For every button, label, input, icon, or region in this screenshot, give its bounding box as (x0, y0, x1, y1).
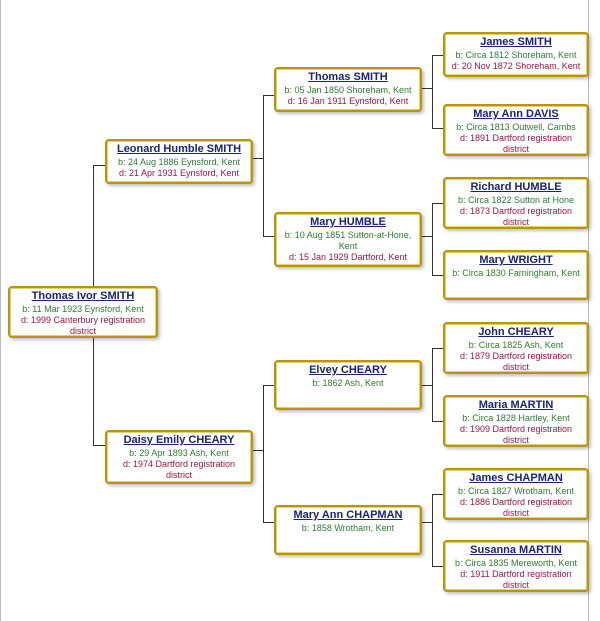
birth-info: b: Circa 1813 Outwell, Cambs (456, 122, 576, 132)
connector-line (432, 494, 443, 495)
person-name[interactable]: Richard HUMBLE (470, 181, 562, 193)
person-james-chapman[interactable]: James CHAPMAN b: Circa 1827 Wrotham, Ken… (443, 468, 589, 520)
person-name[interactable]: Daisy Emily CHEARY (123, 434, 235, 446)
death-info: d: 1886 Dartford registration district (459, 497, 573, 518)
connector-line (432, 421, 443, 422)
person-john-cheary[interactable]: John CHEARY b: Circa 1825 Ash, Kent d: 1… (443, 322, 589, 374)
person-name[interactable]: Maria MARTIN (478, 399, 554, 411)
death-info: d: 1873 Dartford registration district (459, 206, 573, 227)
birth-info: b: 11 Mar 1923 Eynsford, Kent (22, 304, 144, 314)
death-info: d: 1909 Dartford registration district (459, 424, 573, 445)
connector-line (263, 385, 264, 522)
person-james-smith[interactable]: James SMITH b: Circa 1812 Shoreham, Kent… (443, 32, 589, 77)
death-info: d: 20 Nov 1872 Shoreham, Kent (451, 61, 581, 71)
connector-line (253, 450, 263, 451)
person-name[interactable]: James CHAPMAN (469, 472, 563, 484)
connector-line (432, 55, 443, 56)
connector-line (422, 88, 432, 89)
connector-line (422, 236, 432, 237)
connector-line (422, 522, 432, 523)
death-info: d: 1879 Dartford registration district (459, 351, 573, 372)
connector-line (432, 128, 443, 129)
connector-line (432, 494, 433, 566)
person-mary-ann-davis[interactable]: Mary Ann DAVIS b: Circa 1813 Outwell, Ca… (443, 104, 589, 156)
left-frame-edge (0, 0, 1, 621)
person-name[interactable]: Susanna MARTIN (470, 544, 562, 556)
right-frame-edge (588, 0, 589, 621)
person-name[interactable]: Mary HUMBLE (310, 216, 386, 228)
person-leonard-humble-smith[interactable]: Leonard Humble SMITH b: 24 Aug 1886 Eyns… (105, 139, 253, 184)
birth-info: b: 05 Jan 1850 Shoreham, Kent (284, 85, 412, 95)
birth-info: b: Circa 1827 Wrotham, Kent (458, 486, 574, 496)
connector-line (432, 348, 443, 349)
person-mary-wright[interactable]: Mary WRIGHT b: Circa 1830 Farningham, Ke… (443, 250, 589, 300)
person-name[interactable]: Elvey CHEARY (309, 364, 387, 376)
person-name[interactable]: Thomas SMITH (308, 71, 388, 83)
birth-info: b: 1858 Wrotham, Kent (301, 523, 395, 533)
connector-line (253, 158, 263, 159)
person-thomas-ivor-smith[interactable]: Thomas Ivor SMITH b: 11 Mar 1923 Eynsfor… (8, 286, 158, 338)
person-name[interactable]: James SMITH (480, 36, 552, 48)
birth-info: b: 29 Apr 1893 Ash, Kent (129, 448, 229, 458)
person-maria-martin[interactable]: Maria MARTIN b: Circa 1828 Hartley, Kent… (443, 395, 589, 447)
birth-info: b: Circa 1835 Mereworth, Kent (454, 558, 578, 568)
person-mary-ann-chapman[interactable]: Mary Ann CHAPMAN b: 1858 Wrotham, Kent (274, 505, 422, 555)
person-name[interactable]: John CHEARY (478, 326, 554, 338)
connector-line (263, 522, 274, 523)
birth-info: b: Circa 1828 Hartley, Kent (462, 413, 570, 423)
death-info: d: 16 Jan 1911 Eynsford, Kent (287, 96, 409, 106)
connector-line (432, 348, 433, 421)
connector-line (422, 385, 432, 386)
person-name[interactable]: Leonard Humble SMITH (116, 143, 242, 155)
birth-info: b: Circa 1822 Sutton at Hone (457, 195, 575, 205)
death-info: d: 15 Jan 1929 Dartford, Kent (288, 252, 408, 262)
person-mary-humble[interactable]: Mary HUMBLE b: 10 Aug 1851 Sutton-at-Hon… (274, 212, 422, 267)
death-info: d: 1999 Canterbury registration district (20, 315, 146, 336)
connector-line (432, 566, 443, 567)
death-info: d: 21 Apr 1931 Eynsford, Kent (118, 168, 240, 178)
death-info: d: 1891 Dartford registration district (459, 133, 573, 154)
connector-line (93, 445, 105, 446)
birth-info: b: Circa 1812 Shoreham, Kent (455, 50, 577, 60)
birth-info: b: 10 Aug 1851 Sutton-at-Hone, Kent (284, 230, 412, 251)
birth-info: b: 24 Aug 1886 Eynsford, Kent (117, 157, 241, 167)
birth-info: b: Circa 1825 Ash, Kent (468, 340, 564, 350)
person-daisy-emily-cheary[interactable]: Daisy Emily CHEARY b: 29 Apr 1893 Ash, K… (105, 430, 253, 484)
person-name[interactable]: Mary WRIGHT (479, 254, 553, 266)
connector-line (263, 236, 274, 237)
person-susanna-martin[interactable]: Susanna MARTIN b: Circa 1835 Mereworth, … (443, 540, 589, 592)
connector-line (263, 95, 264, 236)
connector-line (432, 55, 433, 128)
person-richard-humble[interactable]: Richard HUMBLE b: Circa 1822 Sutton at H… (443, 177, 589, 229)
birth-info: b: 1862 Ash, Kent (312, 378, 384, 388)
connector-line (93, 165, 105, 166)
connector-line (263, 385, 274, 386)
person-name[interactable]: Mary Ann DAVIS (473, 108, 559, 120)
death-info: d: 1974 Dartford registration district (122, 459, 236, 480)
birth-info: b: Circa 1830 Farningham, Kent (452, 268, 580, 278)
person-name[interactable]: Mary Ann CHAPMAN (293, 509, 403, 521)
person-name[interactable]: Thomas Ivor SMITH (31, 290, 135, 302)
person-elvey-cheary[interactable]: Elvey CHEARY b: 1862 Ash, Kent (274, 360, 422, 410)
person-thomas-smith[interactable]: Thomas SMITH b: 05 Jan 1850 Shoreham, Ke… (274, 67, 422, 112)
connector-line (432, 203, 443, 204)
connector-line (432, 203, 433, 275)
death-info: d: 1911 Dartford registration district (460, 569, 572, 590)
connector-line (432, 275, 443, 276)
connector-line (263, 95, 274, 96)
